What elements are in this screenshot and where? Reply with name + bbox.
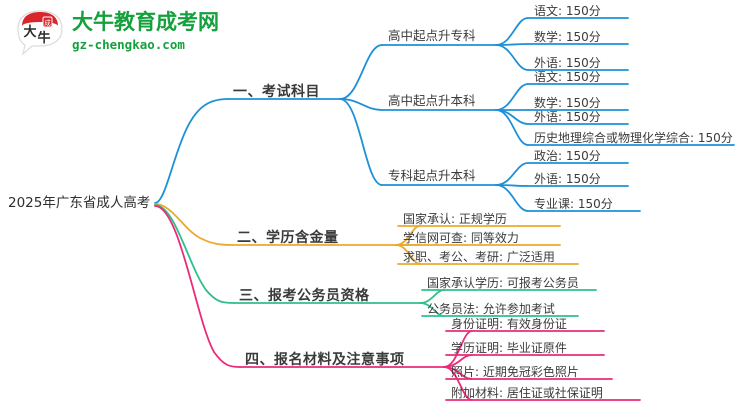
leaf-node-2-1[interactable]: 国家承认: 正规学历	[403, 212, 507, 226]
leaf-node-1-1-2[interactable]: 数学: 150分	[534, 30, 601, 44]
speech-bubble-logo-icon: 大 牛 成	[14, 8, 66, 56]
svg-text:大: 大	[23, 24, 36, 40]
site-logo: 大 牛 成 大牛教育成考网 gz-chengkao.com	[14, 8, 219, 58]
leaf-node-1-1-3[interactable]: 外语: 150分	[534, 56, 601, 70]
logo-title: 大牛教育成考网	[72, 10, 219, 34]
logo-wordmark: 大牛教育成考网 gz-chengkao.com	[72, 10, 219, 53]
subbranch-node-1-3[interactable]: 专科起点升本科	[388, 168, 476, 183]
branch-node-1[interactable]: 一、考试科目	[233, 84, 320, 100]
mindmap-root-node[interactable]: 2025年广东省成人高考	[8, 195, 151, 211]
leaf-node-1-3-1[interactable]: 政治: 150分	[534, 149, 601, 163]
leaf-node-1-2-4[interactable]: 历史地理综合或物理化学综合: 150分	[534, 131, 733, 145]
logo-subtitle: gz-chengkao.com	[72, 37, 185, 52]
leaf-node-3-2[interactable]: 公务员法: 允许参加考试	[427, 302, 555, 316]
branch-node-3[interactable]: 三、报考公务员资格	[239, 288, 370, 304]
branch-node-4[interactable]: 四、报名材料及注意事项	[245, 352, 405, 368]
leaf-node-1-2-2[interactable]: 数学: 150分	[534, 96, 601, 110]
leaf-node-3-1[interactable]: 国家承认学历: 可报考公务员	[427, 276, 579, 290]
svg-text:成: 成	[44, 18, 51, 27]
leaf-node-1-3-2[interactable]: 外语: 150分	[534, 172, 601, 186]
leaf-node-4-4[interactable]: 附加材料: 居住证或社保证明	[451, 386, 603, 400]
svg-text:牛: 牛	[37, 30, 50, 46]
leaf-node-1-2-3[interactable]: 外语: 150分	[534, 110, 601, 124]
leaf-node-4-2[interactable]: 学历证明: 毕业证原件	[451, 341, 567, 355]
leaf-node-2-2[interactable]: 学信网可查: 同等效力	[403, 231, 519, 245]
leaf-node-4-3[interactable]: 照片: 近期免冠彩色照片	[451, 365, 579, 379]
subbranch-node-1-1[interactable]: 高中起点升专科	[388, 28, 476, 43]
leaf-node-1-3-3[interactable]: 专业课: 150分	[534, 197, 613, 211]
leaf-node-4-1[interactable]: 身份证明: 有效身份证	[451, 317, 567, 331]
leaf-node-2-3[interactable]: 求职、考公、考研: 广泛适用	[403, 250, 555, 264]
leaf-node-1-2-1[interactable]: 语文: 150分	[534, 70, 601, 84]
branch-node-2[interactable]: 二、学历含金量	[237, 230, 339, 246]
leaf-node-1-1-1[interactable]: 语文: 150分	[534, 4, 601, 18]
subbranch-node-1-2[interactable]: 高中起点升本科	[388, 93, 476, 108]
